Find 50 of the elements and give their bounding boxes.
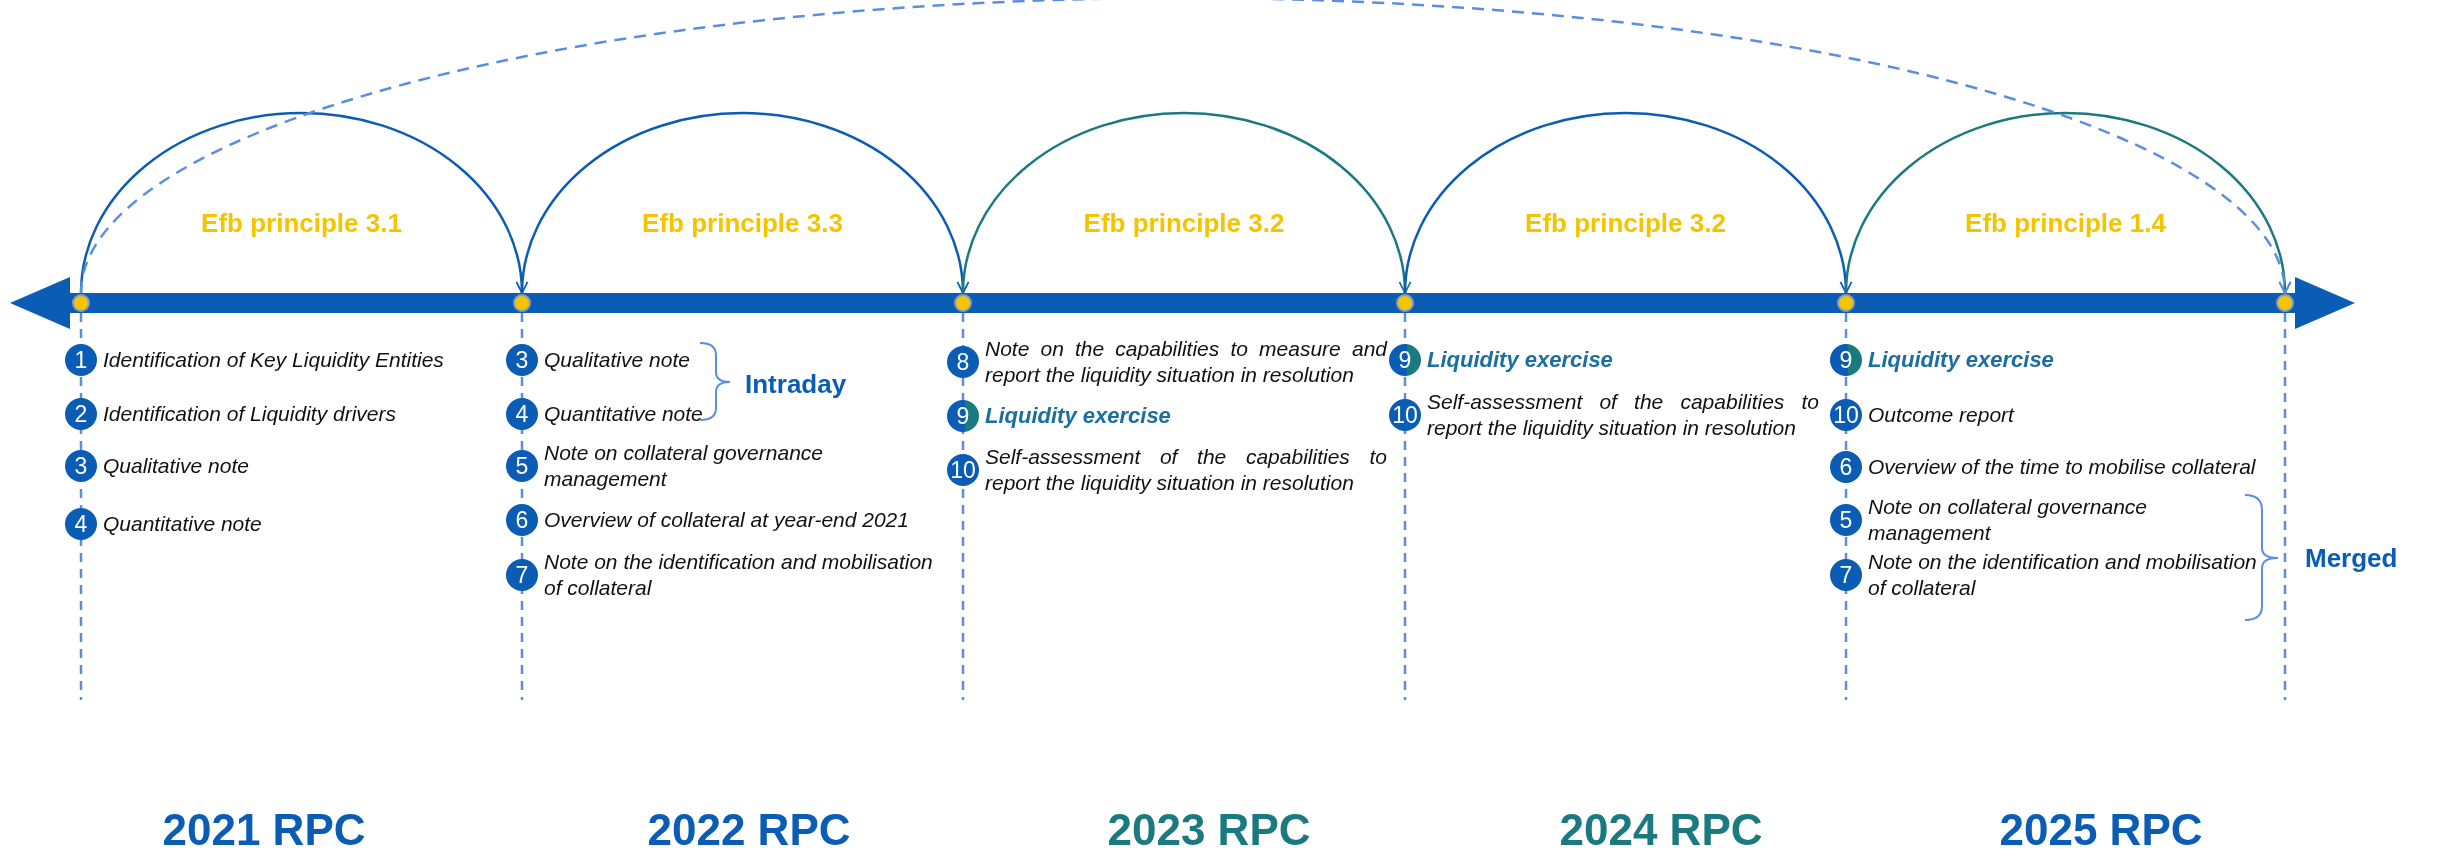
step-number: 8 — [947, 346, 979, 378]
step-number: 9 — [1389, 344, 1421, 376]
arc-arrow — [79, 0, 2289, 294]
step-number: 5 — [506, 450, 538, 482]
item-description: Qualitative note — [103, 453, 249, 479]
item-description: Note on collateral governance management — [1868, 494, 2148, 546]
step-number: 10 — [947, 454, 979, 486]
item-description: Quantitative note — [103, 511, 262, 537]
item-description: Liquidity exercise — [985, 403, 1171, 429]
item-description: Self-assessment of the capabilities to report the liquidity situation in resolution — [985, 444, 1387, 496]
step-number: 1 — [65, 344, 97, 376]
step-number: 10 — [1389, 399, 1421, 431]
arc-arrow — [1403, 112, 1852, 294]
item-description: Identification of Key Liquidity Entities — [103, 347, 444, 373]
step-number: 7 — [1830, 559, 1862, 591]
item-description: Qualitative note — [544, 347, 690, 373]
step-number: 6 — [1830, 451, 1862, 483]
item-description: Note on the identification and mobilisation of collateral — [544, 549, 934, 601]
year-label: 2021 RPC — [162, 805, 366, 855]
arc-arrow — [79, 112, 528, 294]
step-number: 9 — [1830, 344, 1862, 376]
bracket-label: Merged — [2305, 542, 2398, 574]
item-description: Outcome report — [1868, 402, 2014, 428]
item-description: Self-assessment of the capabilities to report the liquidity situation in resolution — [1427, 389, 1819, 441]
step-number: 5 — [1830, 504, 1862, 536]
step-number: 7 — [506, 559, 538, 591]
step-number: 4 — [506, 398, 538, 430]
item-description: Identification of Liquidity drivers — [103, 401, 396, 427]
year-label: 2023 RPC — [1107, 805, 1311, 855]
step-number: 10 — [1830, 399, 1862, 431]
item-description: Quantitative note — [544, 401, 703, 427]
year-label: 2022 RPC — [647, 805, 851, 855]
year-label: 2025 RPC — [1999, 805, 2203, 855]
step-number: 6 — [506, 504, 538, 536]
item-description: Liquidity exercise — [1868, 347, 2054, 373]
step-number: 9 — [947, 400, 979, 432]
item-description: Overview of the time to mobilise collateral — [1868, 454, 2256, 480]
item-description: Liquidity exercise — [1427, 347, 1613, 373]
arc-arrow — [961, 112, 1411, 294]
step-number: 3 — [65, 450, 97, 482]
year-label: 2024 RPC — [1559, 805, 1763, 855]
step-number: 2 — [65, 398, 97, 430]
item-description: Note on the identification and mobilisation of collateral — [1868, 549, 2258, 601]
step-number: 3 — [506, 344, 538, 376]
arc-arrow — [520, 112, 969, 294]
item-description: Note on collateral governance management — [544, 440, 824, 492]
item-description: Overview of collateral at year-end 2021 — [544, 507, 909, 533]
item-description: Note on the capabilities to measure and report the liquidity situation in resolution — [985, 336, 1387, 388]
bracket-label: Intraday — [745, 368, 847, 400]
step-number: 4 — [65, 508, 97, 540]
